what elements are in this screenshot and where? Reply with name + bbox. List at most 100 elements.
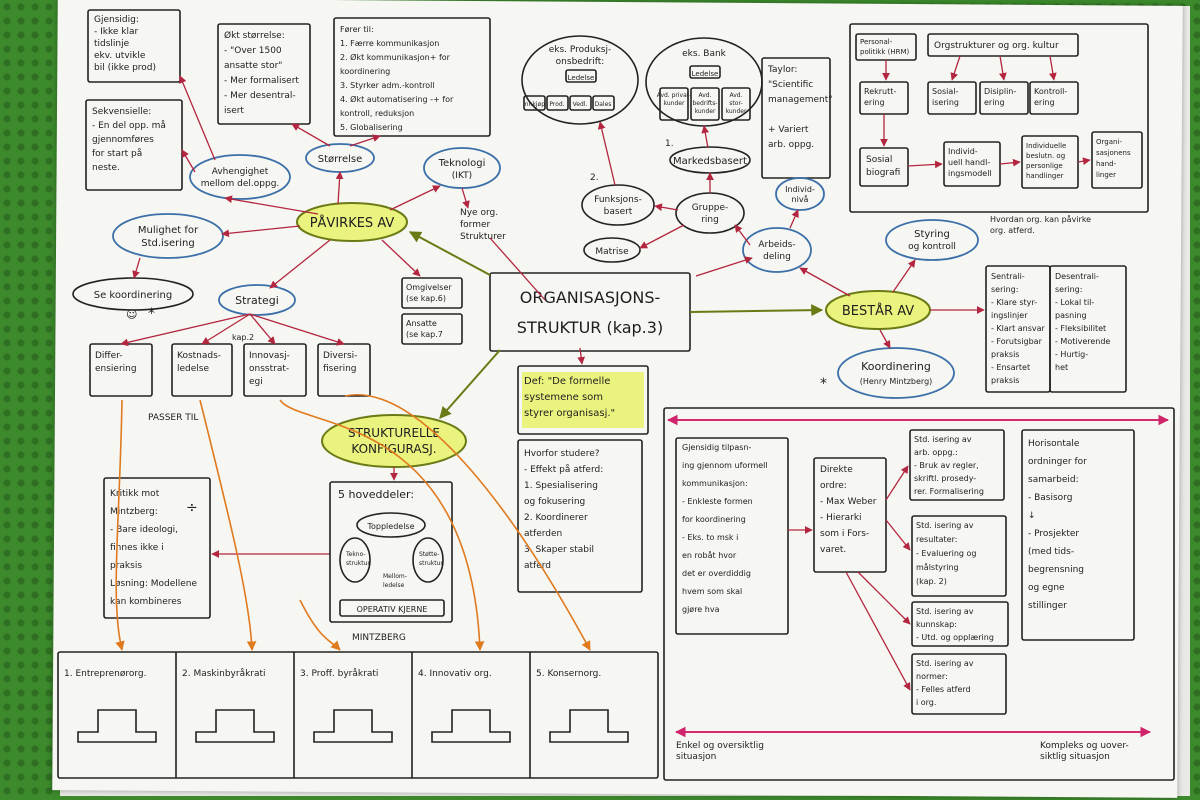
toppledelse-shape bbox=[356, 512, 426, 538]
config-shape-0 bbox=[77, 709, 157, 743]
strategy-box-1-line: ledelse bbox=[177, 364, 209, 374]
desentral-line: pasning bbox=[1055, 311, 1087, 320]
taylor-line: "Scientific bbox=[768, 80, 813, 90]
sentral-line: praksis bbox=[991, 376, 1019, 385]
center-to-arb bbox=[695, 256, 753, 277]
resultater-line: (kap. 2) bbox=[916, 577, 947, 586]
okt-line: - Mer formalisert bbox=[224, 76, 299, 86]
individ-oval bbox=[775, 177, 825, 211]
indbes-to-orghand bbox=[1077, 157, 1091, 166]
taylor-box bbox=[761, 57, 831, 179]
orgs-label: Orgstrukturer og org. kultur bbox=[934, 41, 1059, 51]
pavirkes-highlight bbox=[297, 203, 407, 241]
markedsbasert-label: Markedsbasert bbox=[673, 156, 747, 167]
strategy-box-0-line: Differ- bbox=[95, 351, 123, 361]
avh-to-gjennomsiktig bbox=[179, 75, 216, 161]
individ-line1: Individ- bbox=[785, 185, 815, 194]
enkel-line: Enkel og oversiktlig bbox=[676, 741, 764, 751]
sosialis-box bbox=[927, 81, 977, 115]
arbopp-line: rer. Formalisering bbox=[914, 487, 984, 496]
pavirkes-label: PÅVIRKES AV bbox=[310, 215, 395, 231]
orghand-line: Organi- bbox=[1096, 138, 1122, 146]
horisontale-box bbox=[1021, 429, 1135, 641]
bank-top-label: Ledelse bbox=[692, 70, 719, 78]
kontroll-box bbox=[1029, 81, 1079, 115]
desentral-line: sering: bbox=[1055, 285, 1082, 294]
forer-line: Fører til: bbox=[340, 25, 374, 34]
desentral-line: - Motiverende bbox=[1055, 337, 1110, 346]
gruppe-to-funk bbox=[654, 203, 679, 212]
gjennomsiktig-line: ekv. utvikle bbox=[94, 51, 146, 61]
config-shape-1 bbox=[195, 709, 275, 743]
center-title-line1: ORGANISASJONS- bbox=[520, 288, 661, 307]
desentral-line: - Fleksibilitet bbox=[1055, 324, 1106, 333]
normer-line: i org. bbox=[916, 698, 936, 707]
passer-to-2 bbox=[199, 399, 257, 651]
strategi-to-box-3 bbox=[249, 313, 345, 346]
horisontale-line: ordninger for bbox=[1028, 457, 1087, 467]
strategy-box-2-line: onsstrat- bbox=[249, 364, 289, 374]
styring-line1: Styring bbox=[914, 229, 950, 240]
gjensidig-line: gjøre hva bbox=[682, 605, 720, 614]
funk-line1: Funksjons- bbox=[594, 195, 642, 205]
avh-to-sekvensielle bbox=[181, 149, 196, 173]
def-line: Def: "De formelle bbox=[524, 376, 610, 387]
horisontale-line: Horisontale bbox=[1028, 439, 1080, 449]
bank-top-box bbox=[689, 65, 721, 79]
pav-to-tekno bbox=[389, 185, 441, 211]
prod-unit-label-2: Vedl. bbox=[573, 101, 588, 108]
orgs-to-dis bbox=[998, 55, 1007, 81]
sentral-line: - Klart ansvar bbox=[991, 324, 1046, 333]
omgivelser-line: (se kap.6) bbox=[406, 294, 446, 303]
sentral-line: praksis bbox=[991, 350, 1019, 359]
sekvensielle-line: neste. bbox=[92, 163, 120, 173]
kap2-label: kap.2 bbox=[232, 333, 254, 342]
strategi-oval bbox=[218, 284, 296, 316]
prod-unit-1 bbox=[546, 95, 569, 111]
pavirkes-oval bbox=[296, 202, 408, 242]
avhengighet-line2: mellom del.oppg. bbox=[201, 179, 280, 189]
strategy-box-0-line: ensiering bbox=[95, 364, 137, 374]
funksjonsbasert-oval bbox=[581, 184, 655, 226]
center-box bbox=[489, 272, 691, 352]
minus-mark: ÷ bbox=[186, 500, 198, 516]
resultater-line: målstyring bbox=[916, 562, 959, 572]
prod-cloud bbox=[521, 35, 639, 125]
kritikk-line: Løsning: Modellene bbox=[110, 579, 197, 589]
arb-to-individ bbox=[789, 209, 799, 229]
taylor-line: Taylor: bbox=[767, 65, 797, 75]
marked-to-bank bbox=[701, 125, 710, 149]
orgs-box bbox=[927, 33, 1079, 57]
center-to-bestar bbox=[689, 304, 824, 317]
strategi-to-box-1 bbox=[201, 313, 251, 345]
indhand-to-indbes bbox=[999, 158, 1021, 167]
num2-label: 2. bbox=[590, 173, 599, 183]
tekno-label-line: Tekno- bbox=[345, 551, 366, 558]
arb-line2: deling bbox=[763, 252, 791, 262]
okt-line: - "Over 1500 bbox=[224, 46, 282, 56]
forer-line: 3. Styrker adm.-kontroll bbox=[340, 81, 435, 90]
sekvensielle-line: gjennomføres bbox=[92, 135, 154, 145]
forer-box bbox=[333, 17, 491, 137]
center-to-pavirkes bbox=[408, 231, 491, 276]
kritikk-line: Mintzberg: bbox=[110, 507, 158, 517]
enkel-line: situasjon bbox=[676, 752, 716, 762]
hvorfor-line: 1. Spesialisering bbox=[524, 481, 598, 491]
sentral-line: Sentrali- bbox=[991, 272, 1025, 281]
hvorfor-line: Hvorfor studere? bbox=[524, 449, 600, 459]
indhand-line: Individ- bbox=[948, 147, 978, 156]
indbes-line: personlige bbox=[1026, 162, 1063, 170]
tekno-to-nye bbox=[461, 187, 470, 209]
storrelse-to-forer bbox=[349, 134, 381, 147]
teknologi-line1: Teknologi bbox=[438, 158, 486, 169]
orgs-to-sos bbox=[950, 55, 961, 81]
bestar-to-arb bbox=[799, 267, 851, 297]
center-to-strukturelle bbox=[439, 349, 501, 419]
tekno-label-line: struktur bbox=[346, 560, 370, 567]
hvorfor-line: 3. Skaper stabil bbox=[524, 545, 594, 555]
hvorfor-box bbox=[517, 439, 643, 593]
horisontale-line: ↓ bbox=[1028, 511, 1036, 521]
config-shape-2 bbox=[313, 709, 393, 743]
desentral-line: - Hurtig- bbox=[1055, 350, 1088, 359]
kritikk-line: finnes ikke i bbox=[110, 543, 164, 553]
